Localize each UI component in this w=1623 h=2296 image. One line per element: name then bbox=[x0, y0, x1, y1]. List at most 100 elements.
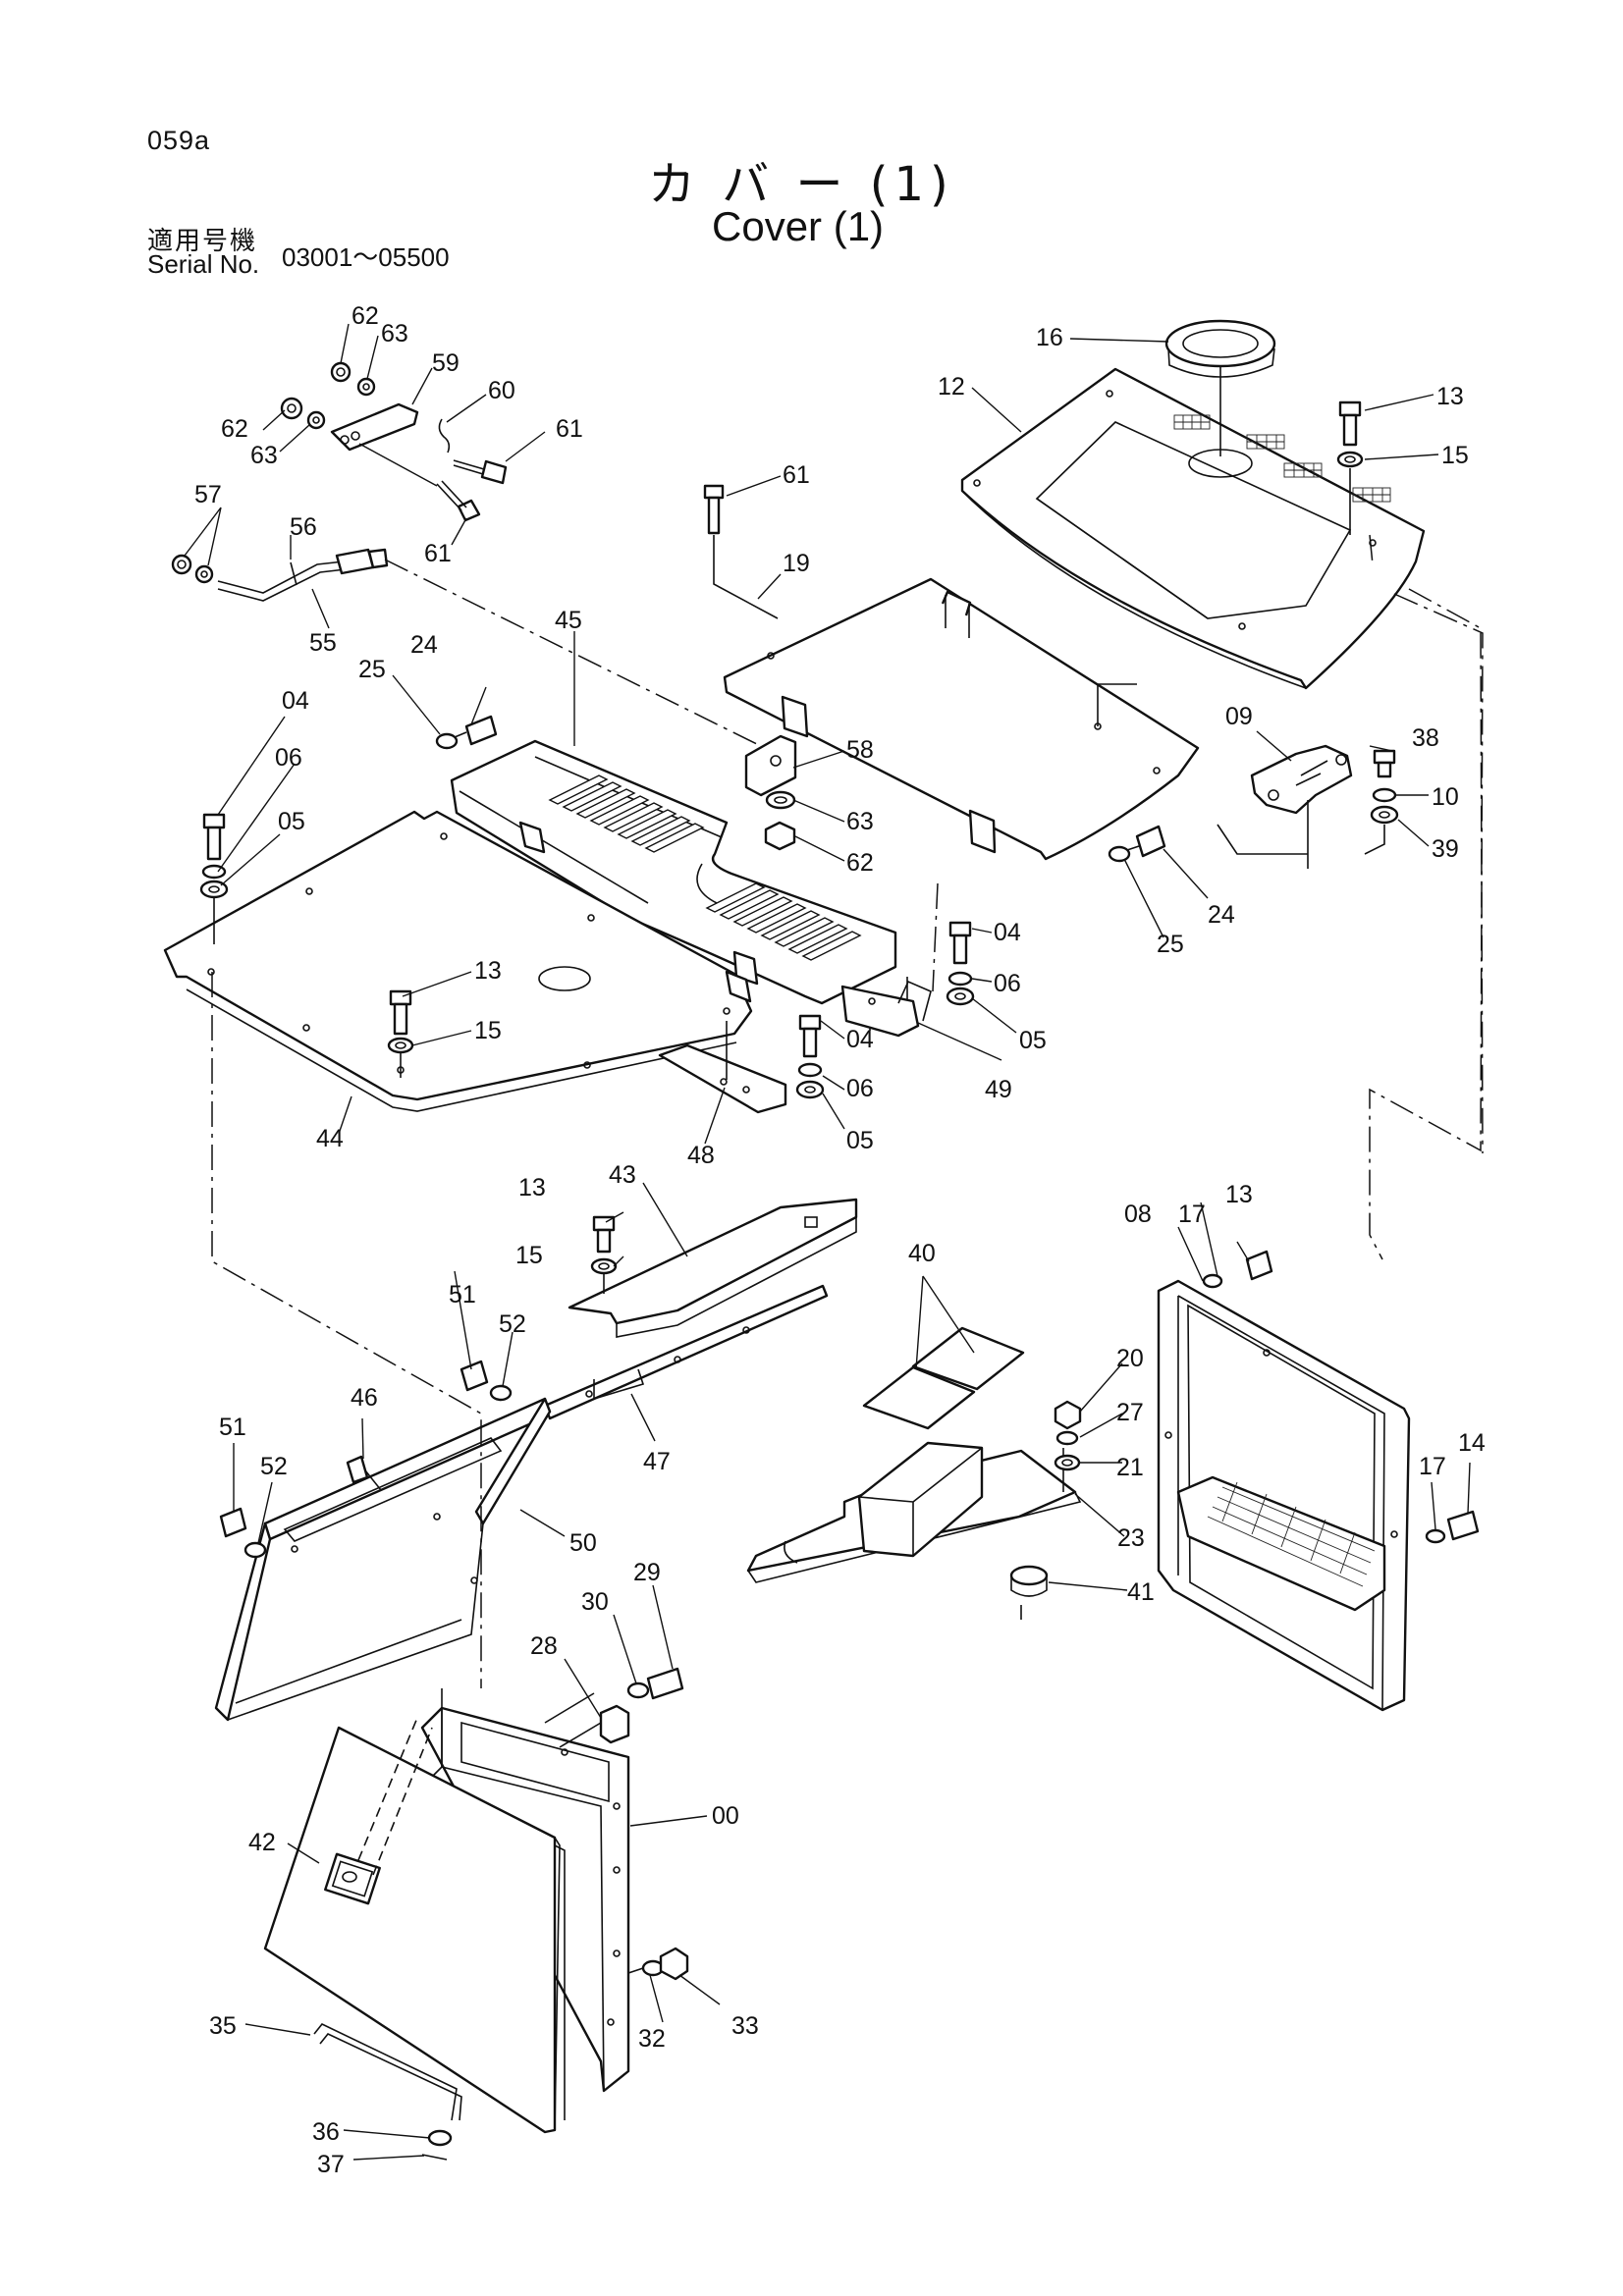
hinge-09 bbox=[1217, 744, 1399, 869]
callout-05: 05 bbox=[278, 808, 305, 835]
callout-28: 28 bbox=[530, 1632, 558, 1660]
callout-10: 10 bbox=[1432, 783, 1459, 811]
callout-13: 13 bbox=[1225, 1181, 1253, 1208]
nut-32-33 bbox=[627, 1947, 689, 1981]
callout-23: 23 bbox=[1117, 1524, 1145, 1552]
callout-15: 15 bbox=[515, 1242, 543, 1269]
callout-61: 61 bbox=[783, 461, 810, 489]
page-code: 059a bbox=[147, 126, 211, 155]
bracket-49 bbox=[840, 980, 932, 1038]
callout-29: 29 bbox=[633, 1559, 661, 1586]
page-title-japanese: カ バ ー (1) bbox=[648, 157, 954, 212]
plate-43 bbox=[568, 1198, 858, 1338]
callout-04: 04 bbox=[994, 919, 1021, 946]
callout-09: 09 bbox=[1225, 703, 1253, 730]
callout-17: 17 bbox=[1178, 1201, 1206, 1228]
callout-16: 16 bbox=[1036, 324, 1063, 351]
leader-lines bbox=[184, 323, 1471, 2161]
callout-38: 38 bbox=[1412, 724, 1439, 752]
callout-24: 24 bbox=[1208, 901, 1235, 929]
callout-61: 61 bbox=[424, 540, 452, 567]
callout-04: 04 bbox=[282, 687, 309, 715]
bracket-48 bbox=[658, 1021, 787, 1114]
latch-rod-assembly bbox=[171, 548, 782, 757]
callout-15: 15 bbox=[474, 1017, 502, 1044]
callout-04: 04 bbox=[846, 1026, 874, 1053]
callout-55: 55 bbox=[309, 629, 337, 657]
bolt-stack-center bbox=[795, 1014, 825, 1099]
callout-32: 32 bbox=[638, 2025, 666, 2053]
callout-19: 19 bbox=[783, 550, 810, 577]
callout-40: 40 bbox=[908, 1240, 936, 1267]
rod-35-36-37 bbox=[313, 2023, 462, 2161]
bolt-stack-right bbox=[946, 921, 975, 1006]
bolt-13-panel bbox=[387, 989, 414, 1078]
callout-52: 52 bbox=[260, 1453, 288, 1480]
callout-43: 43 bbox=[609, 1161, 636, 1189]
upper-cover-12 bbox=[960, 319, 1426, 690]
callout-42: 42 bbox=[248, 1829, 276, 1856]
callout-51: 51 bbox=[219, 1414, 246, 1441]
callout-14: 14 bbox=[1458, 1429, 1486, 1457]
callout-06: 06 bbox=[994, 970, 1021, 997]
callout-35: 35 bbox=[209, 2012, 237, 2040]
serial-label-japanese: 適用号機 bbox=[147, 227, 258, 256]
callout-13: 13 bbox=[518, 1174, 546, 1201]
callout-30: 30 bbox=[581, 1588, 609, 1616]
callout-21: 21 bbox=[1116, 1454, 1144, 1481]
bolt-61-upper bbox=[703, 484, 779, 619]
serial-range: 03001～05500 bbox=[282, 242, 450, 272]
callout-13: 13 bbox=[1436, 383, 1464, 410]
floor-panel-44 bbox=[163, 810, 753, 1112]
callout-49: 49 bbox=[985, 1076, 1012, 1103]
callout-52: 52 bbox=[499, 1310, 526, 1338]
callout-62: 62 bbox=[221, 415, 248, 443]
callout-05: 05 bbox=[1019, 1027, 1047, 1054]
bolt-24-right bbox=[1108, 825, 1166, 863]
callout-63: 63 bbox=[381, 320, 408, 347]
callout-45: 45 bbox=[555, 607, 582, 634]
frame-50 bbox=[214, 1397, 552, 1722]
pads-40 bbox=[862, 1326, 1025, 1430]
bolt-24-left bbox=[435, 715, 498, 750]
callout-labels: 62 63 59 60 62 63 61 61 57 56 55 61 19 1… bbox=[194, 302, 1486, 2178]
callout-61: 61 bbox=[556, 415, 583, 443]
callout-12: 12 bbox=[938, 373, 965, 400]
callout-48: 48 bbox=[687, 1142, 715, 1169]
callout-41: 41 bbox=[1127, 1578, 1155, 1606]
base-23 bbox=[746, 1441, 1082, 1620]
hardware-20-27-21 bbox=[1054, 1400, 1082, 1471]
bolt-13-upper bbox=[1336, 400, 1484, 1260]
serial-label-english: Serial No. bbox=[147, 249, 260, 279]
callout-17: 17 bbox=[1419, 1453, 1446, 1480]
latch-28-29-30 bbox=[559, 1667, 684, 1748]
callout-24: 24 bbox=[410, 631, 438, 659]
radiator-frame-08 bbox=[1157, 1250, 1480, 1712]
callout-06: 06 bbox=[275, 744, 302, 772]
bolts-51-52-46 bbox=[219, 1360, 513, 1559]
callout-62: 62 bbox=[846, 849, 874, 877]
callout-46: 46 bbox=[351, 1384, 378, 1412]
callout-20: 20 bbox=[1116, 1345, 1144, 1372]
callout-15: 15 bbox=[1441, 442, 1469, 469]
callout-05: 05 bbox=[846, 1127, 874, 1154]
callout-59: 59 bbox=[432, 349, 460, 377]
callout-50: 50 bbox=[569, 1529, 597, 1557]
callout-62: 62 bbox=[352, 302, 379, 330]
callout-44: 44 bbox=[316, 1125, 344, 1152]
callout-39: 39 bbox=[1432, 835, 1459, 863]
callout-25: 25 bbox=[358, 656, 386, 683]
callout-25: 25 bbox=[1157, 931, 1184, 958]
door-42 bbox=[263, 1717, 566, 2134]
center-panel-19 bbox=[723, 577, 1200, 861]
callout-00: 00 bbox=[712, 1802, 739, 1830]
callout-58: 58 bbox=[846, 736, 874, 764]
page-title-english: Cover (1) bbox=[712, 203, 885, 249]
callout-60: 60 bbox=[488, 377, 515, 404]
callout-51: 51 bbox=[449, 1281, 476, 1308]
callout-63: 63 bbox=[846, 808, 874, 835]
callout-37: 37 bbox=[317, 2151, 345, 2178]
reference-lines bbox=[211, 534, 1484, 1688]
callout-08: 08 bbox=[1124, 1201, 1152, 1228]
